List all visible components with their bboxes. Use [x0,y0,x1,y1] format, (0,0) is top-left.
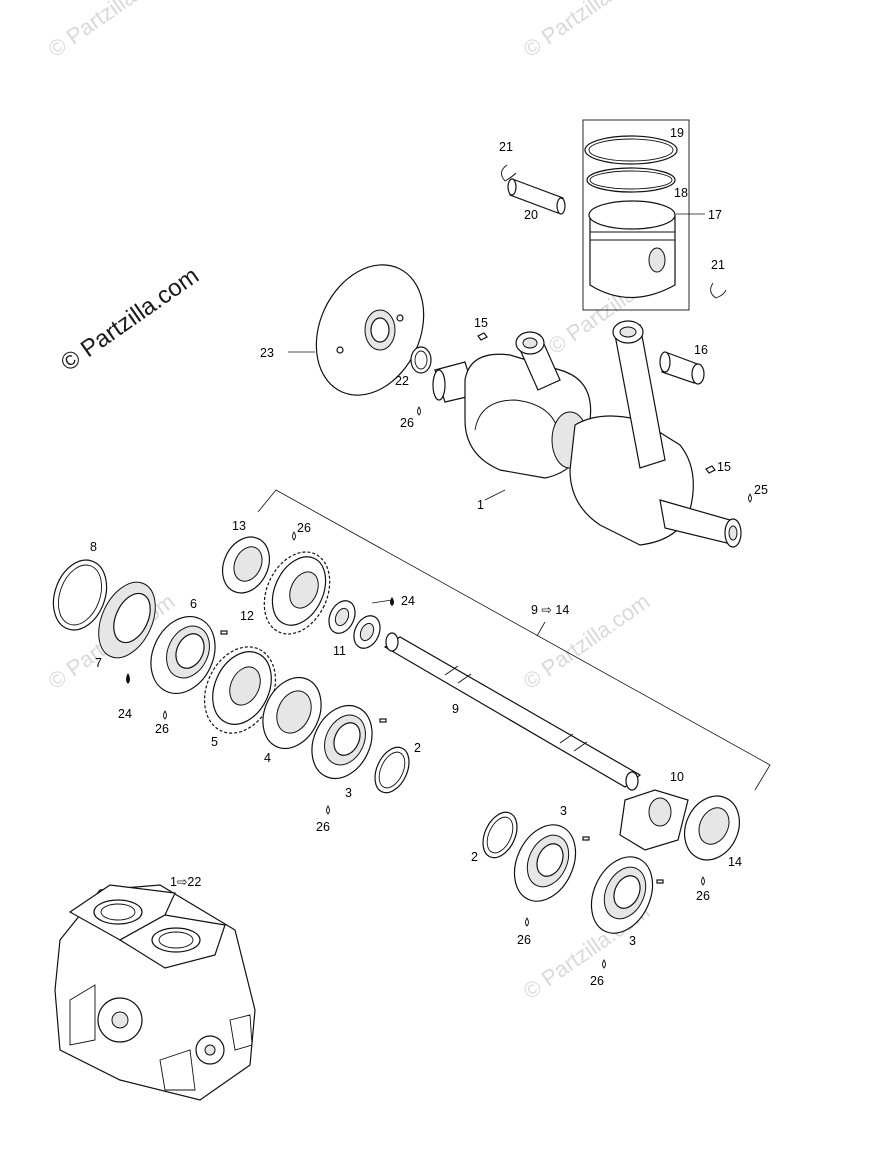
engine-thumbnail [54,884,256,1101]
callout-26c: 26 [155,722,169,736]
callout-8: 8 [90,540,97,554]
callout-21a: 21 [499,140,513,154]
piston-assembly [501,119,727,311]
callout-13: 13 [232,519,246,533]
callout-7: 7 [95,656,102,670]
callout-range-a: 9 ⇨ 14 [531,603,569,617]
circlip-21-right [710,282,727,299]
key-15-top [477,332,488,341]
callout-12: 12 [240,609,254,623]
callout-3b: 3 [560,804,567,818]
callout-3a: 3 [345,786,352,800]
callout-17: 17 [708,208,722,222]
callout-14: 14 [728,855,742,869]
callout-10: 10 [670,770,684,784]
callout-6: 6 [190,597,197,611]
callout-24b: 24 [118,707,132,721]
oil-drop-icon [126,673,130,684]
callout-1: 1 [477,498,484,512]
callout-26g: 26 [590,974,604,988]
washer-22 [410,346,432,374]
callout-11: 11 [333,644,346,658]
callout-20: 20 [524,208,538,222]
balance-shaft-9 [383,636,642,788]
callout-3c: 3 [629,934,636,948]
callout-15b: 15 [717,460,731,474]
snap-ring-2-right [482,811,518,859]
callout-5: 5 [211,735,218,749]
callout-range-b: 1⇨22 [170,875,201,889]
group-bracket [257,489,771,791]
callout-labels: 21 19 18 17 20 21 15 16 23 22 26 15 25 1… [90,126,768,988]
callout-4: 4 [264,751,271,765]
callout-23: 23 [260,346,274,360]
callout-2b: 2 [471,850,478,864]
watermark-top-left: © Partzilla.com [44,0,180,62]
callout-26d: 26 [316,820,330,834]
callout-26e: 26 [696,889,710,903]
watermark-top-right: © Partzilla.com [519,0,655,62]
callout-18: 18 [674,186,688,200]
callout-22: 22 [395,374,409,388]
piston-ring-18 [586,167,676,193]
partzilla-watermark: © Partzilla.com [56,262,204,377]
piston-box [582,119,690,311]
crankshaft [288,264,752,548]
callout-25: 25 [754,483,768,497]
crank-output-shaft [659,499,736,546]
callout-9: 9 [452,702,459,716]
piston-17 [589,214,676,299]
callout-26f: 26 [517,933,531,947]
callout-15a: 15 [474,316,488,330]
callout-21b: 21 [711,258,725,272]
callout-19: 19 [670,126,684,140]
callout-26a: 26 [400,416,414,430]
balance-shaft-parts [52,531,740,969]
callout-26b: 26 [297,521,311,535]
callout-2a: 2 [414,741,421,755]
piston-ring-19 [584,135,678,165]
snap-ring-2-left [374,746,410,794]
circlip-21-left [501,164,517,182]
key-15-right [705,465,716,474]
callout-16: 16 [694,343,708,357]
callout-24a: 24 [401,594,415,608]
